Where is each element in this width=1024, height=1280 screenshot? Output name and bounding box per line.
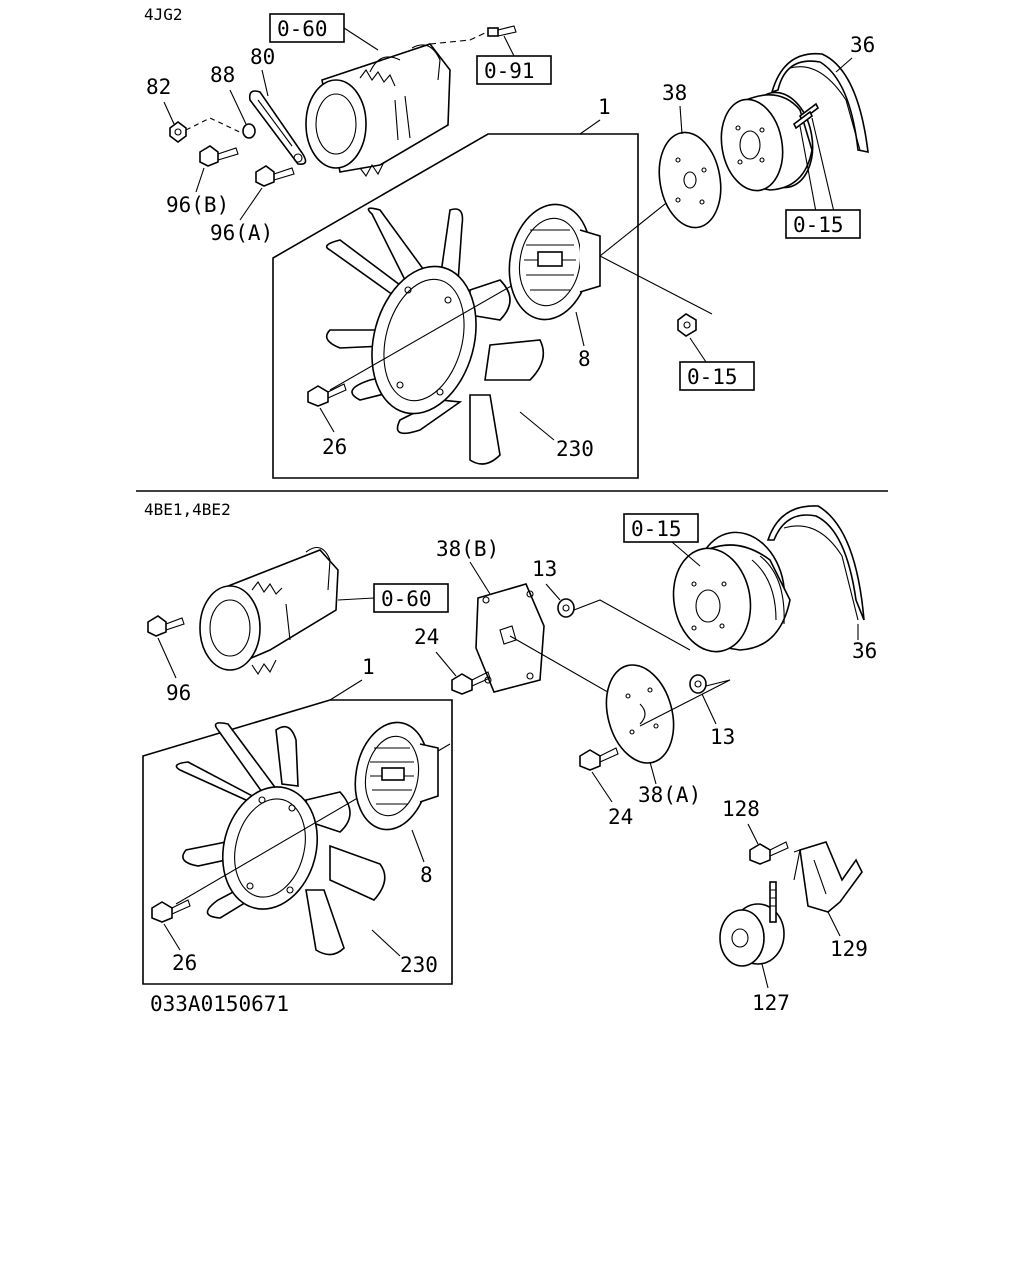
svg-text:0-15: 0-15 bbox=[793, 213, 844, 237]
washer-88 bbox=[242, 123, 256, 139]
label-36-top: 36 bbox=[850, 33, 875, 57]
label-96b: 96(B) bbox=[166, 193, 229, 217]
nut-82 bbox=[169, 121, 187, 143]
label-80: 80 bbox=[250, 45, 275, 69]
label-38a: 38(A) bbox=[638, 783, 701, 807]
label-38-top: 38 bbox=[662, 81, 687, 105]
nut-top bbox=[677, 313, 697, 337]
plate-38a bbox=[605, 664, 675, 764]
bolt-0-91 bbox=[487, 25, 517, 37]
ref-box-pulley-top[interactable]: 0-15 bbox=[785, 209, 861, 239]
idler-pulley-127 bbox=[719, 881, 785, 967]
svg-text:0-60: 0-60 bbox=[277, 17, 328, 41]
label-1-bottom: 1 bbox=[362, 655, 375, 679]
bolt-24-upper bbox=[451, 671, 491, 695]
label-26-top: 26 bbox=[322, 435, 347, 459]
v-belt-36-top bbox=[770, 52, 869, 154]
ref-box-nut-top[interactable]: 0-15 bbox=[679, 361, 755, 391]
washer-13-upper bbox=[557, 598, 575, 618]
ref-box-pulley-bottom[interactable]: 0-15 bbox=[623, 513, 699, 543]
pulley-top bbox=[720, 91, 814, 192]
label-88: 88 bbox=[210, 63, 235, 87]
label-24-lower: 24 bbox=[608, 805, 633, 829]
label-82: 82 bbox=[146, 75, 171, 99]
bolt-96a bbox=[255, 165, 295, 187]
figure-code: 033A0150671 bbox=[150, 992, 289, 1016]
adjusting-plate-80 bbox=[248, 90, 307, 166]
svg-text:0-15: 0-15 bbox=[631, 517, 682, 541]
alternator-bottom bbox=[199, 546, 339, 676]
bolt-26-bottom bbox=[151, 899, 191, 923]
fan-assembly-box-bottom bbox=[142, 699, 453, 985]
svg-text:0-60: 0-60 bbox=[381, 587, 432, 611]
label-230-bottom: 230 bbox=[400, 953, 438, 977]
plate-38b bbox=[475, 583, 545, 693]
label-26-bottom: 26 bbox=[172, 951, 197, 975]
label-96a: 96(A) bbox=[210, 221, 273, 245]
fan-clutch-8-bottom bbox=[354, 721, 439, 831]
svg-text:0-15: 0-15 bbox=[687, 365, 738, 389]
label-24-upper: 24 bbox=[414, 625, 439, 649]
ref-box-alternator-top[interactable]: 0-60 bbox=[269, 13, 345, 43]
label-8-top: 8 bbox=[578, 347, 591, 371]
label-230-top: 230 bbox=[556, 437, 594, 461]
label-38b: 38(B) bbox=[436, 537, 499, 561]
v-belt-36-bottom bbox=[766, 505, 865, 621]
label-127: 127 bbox=[752, 991, 790, 1015]
label-8-bottom: 8 bbox=[420, 863, 433, 887]
fan-assembly-box-top bbox=[272, 133, 639, 479]
pulley-bolts-top bbox=[792, 102, 820, 130]
label-1-top: 1 bbox=[598, 95, 611, 119]
label-129: 129 bbox=[830, 937, 868, 961]
ref-box-bolt-top[interactable]: 0-91 bbox=[476, 55, 552, 85]
alternator-top bbox=[305, 43, 451, 178]
ref-box-alternator-bottom[interactable]: 0-60 bbox=[373, 583, 449, 613]
bracket-129 bbox=[793, 841, 863, 913]
bolt-96-bottom bbox=[147, 615, 185, 637]
label-96-bottom: 96 bbox=[166, 681, 191, 705]
spacer-38-top bbox=[658, 131, 722, 229]
pulley-bottom bbox=[672, 531, 791, 653]
fan-clutch-8-top bbox=[508, 203, 601, 321]
bolt-128 bbox=[749, 841, 789, 865]
washer-13-lower bbox=[689, 674, 707, 694]
svg-text:0-91: 0-91 bbox=[484, 59, 535, 83]
label-128: 128 bbox=[722, 797, 760, 821]
label-36-bottom: 36 bbox=[852, 639, 877, 663]
section-header-4jg2: 4JG2 bbox=[144, 5, 183, 24]
bolt-96b bbox=[199, 145, 239, 167]
label-13-lower: 13 bbox=[710, 725, 735, 749]
cooling-fan-230-bottom bbox=[175, 722, 386, 956]
section-header-4be: 4BE1,4BE2 bbox=[144, 500, 231, 519]
cooling-fan-230-top bbox=[325, 207, 545, 465]
bolt-26-top bbox=[307, 383, 347, 407]
label-13-upper: 13 bbox=[532, 557, 557, 581]
bolt-24-lower bbox=[579, 747, 619, 771]
